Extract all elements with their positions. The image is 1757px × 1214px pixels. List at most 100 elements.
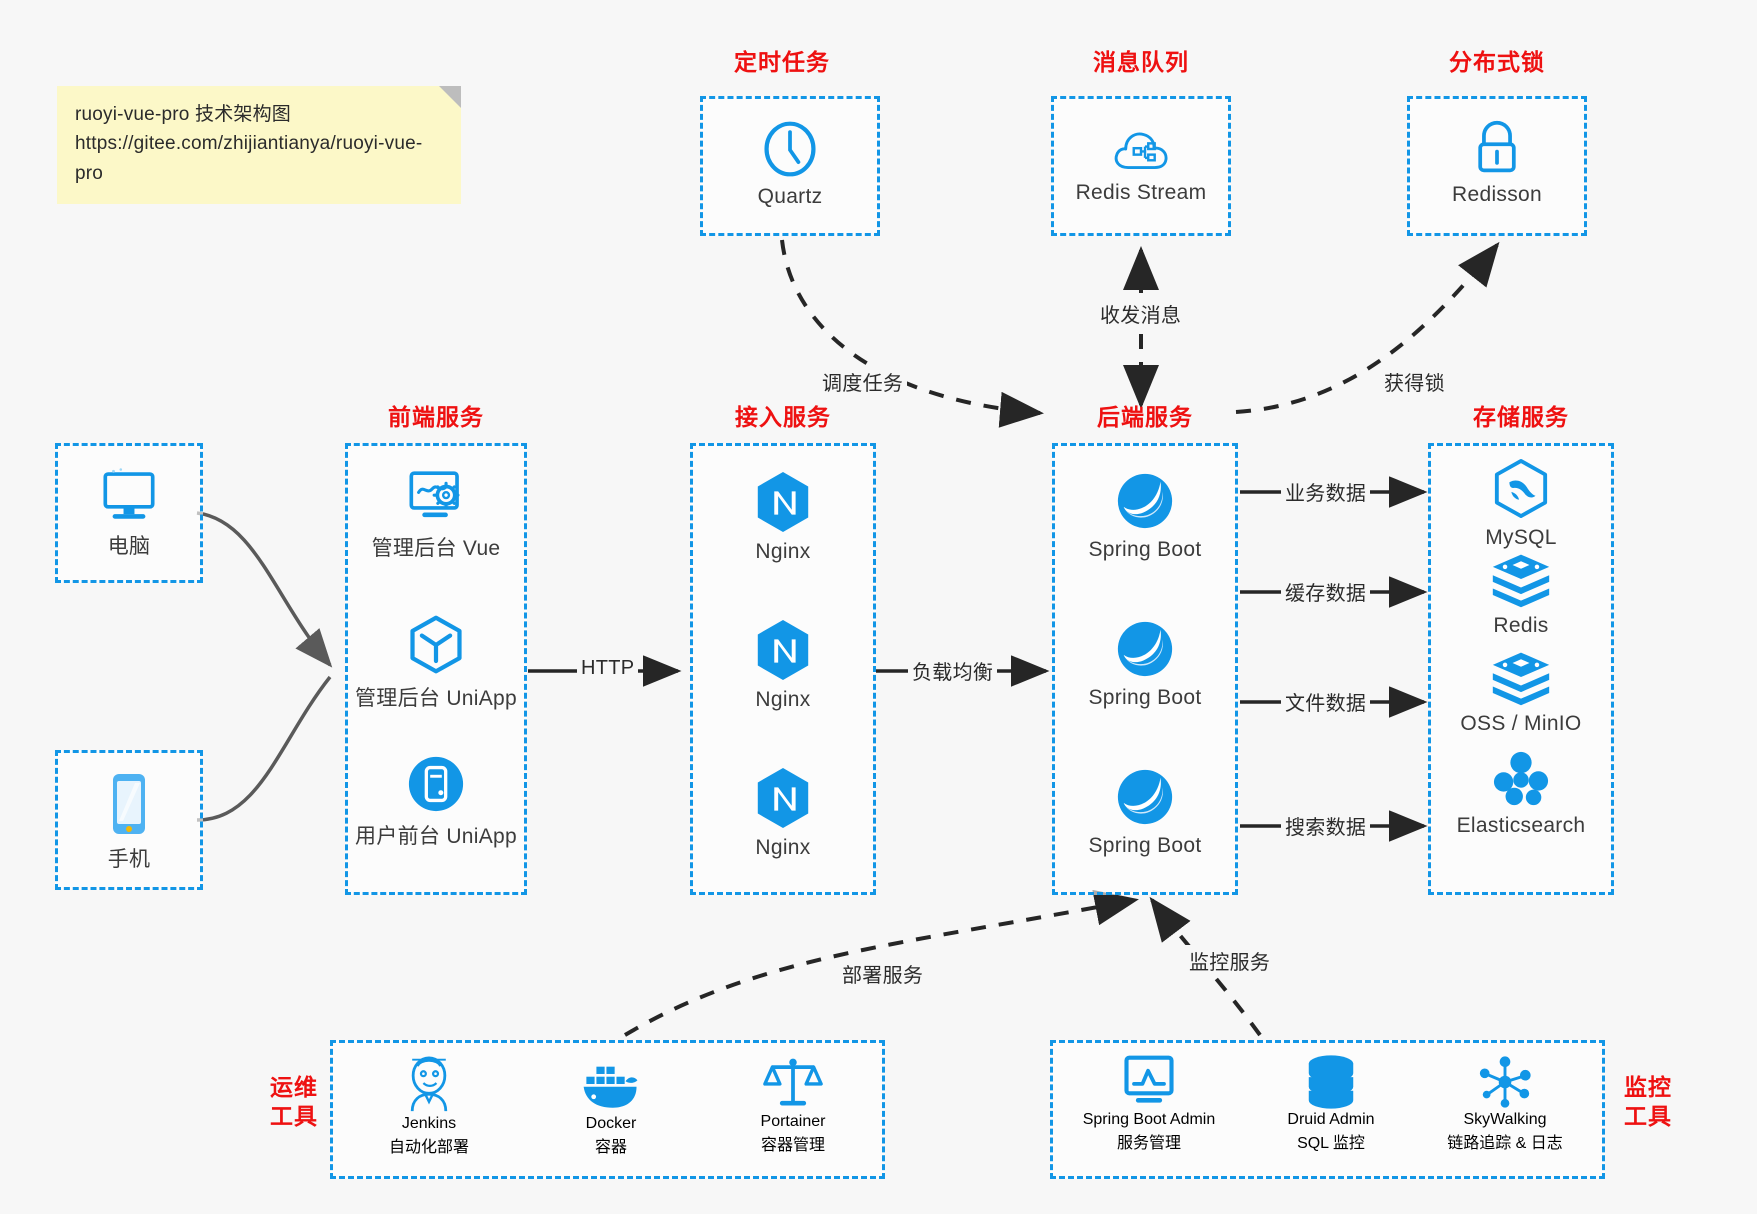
elasticsearch-cluster-icon	[1493, 751, 1549, 806]
clock-icon	[764, 121, 816, 177]
edge-label-schedule-task: 调度任务	[818, 366, 908, 397]
node-label: Spring Boot	[1088, 686, 1202, 709]
edge-label-monitor-service: 监控服务	[1185, 945, 1275, 976]
node-nginx-1[interactable]: Nginx	[693, 470, 873, 564]
group-box-phone: 手机	[55, 750, 203, 890]
monitoring-title-line-1: 监控	[1624, 1074, 1672, 1100]
node-label: Redis Stream	[1075, 181, 1207, 204]
node-label: Nginx	[755, 540, 811, 563]
object-storage-icon	[1492, 652, 1550, 706]
node-label: Portainer	[760, 1113, 826, 1130]
group-title-devops: 运维 工具	[258, 1073, 330, 1131]
node-label: 电脑	[107, 535, 151, 558]
node-label: 用户前台 UniApp	[354, 825, 517, 848]
monitor-chart-icon	[1124, 1055, 1174, 1103]
node-label: Docker	[585, 1115, 637, 1132]
mysql-dolphin-icon	[1494, 459, 1548, 518]
spring-leaf-icon	[1117, 769, 1173, 825]
docker-whale-icon	[583, 1066, 638, 1108]
node-admin-vue[interactable]: 管理后台 Vue	[348, 468, 524, 562]
node-label: Nginx	[755, 688, 811, 711]
devops-title-line-1: 运维	[270, 1074, 318, 1100]
group-title-distributed-lock: 分布式锁	[1449, 49, 1545, 75]
node-springboot-3[interactable]: Spring Boot	[1055, 766, 1235, 858]
edge-label-send-receive-message: 收发消息	[1096, 298, 1186, 329]
node-label: Redis	[1493, 614, 1549, 637]
group-box-scheduled-task: Quartz	[700, 96, 880, 236]
edge-label-search-data: 搜索数据	[1281, 810, 1371, 841]
node-springboot-admin[interactable]: Spring Boot Admin 服务管理	[1059, 1053, 1239, 1153]
group-box-message-queue: Redis Stream	[1051, 96, 1231, 236]
nginx-hexagon-icon	[757, 767, 809, 829]
title-note: ruoyi-vue-pro 技术架构图 https://gitee.com/zh…	[57, 86, 461, 205]
cloud-network-icon	[1114, 132, 1168, 169]
node-nginx-2[interactable]: Nginx	[693, 618, 873, 712]
node-springboot-2[interactable]: Spring Boot	[1055, 618, 1235, 710]
node-sublabel: 服务管理	[1116, 1135, 1181, 1152]
node-redis-stream[interactable]: Redis Stream	[1054, 123, 1228, 205]
nginx-hexagon-icon	[757, 619, 809, 681]
node-label: 管理后台 Vue	[371, 537, 501, 560]
node-label: 手机	[107, 848, 151, 871]
uniapp-cube-icon	[410, 615, 462, 674]
node-label: Druid Admin	[1287, 1111, 1375, 1128]
node-label: Spring Boot	[1088, 834, 1202, 857]
node-label: Redisson	[1452, 183, 1542, 206]
node-mysql[interactable]: MySQL	[1431, 458, 1611, 550]
node-admin-uniapp[interactable]: 管理后台 UniApp	[348, 614, 524, 712]
edge-label-acquire-lock: 获得锁	[1380, 366, 1449, 397]
node-label: Elasticsearch	[1456, 814, 1586, 837]
node-computer[interactable]: 电脑	[58, 466, 200, 560]
spring-leaf-icon	[1117, 473, 1173, 529]
group-title-frontend: 前端服务	[388, 404, 484, 430]
node-sublabel: SQL 监控	[1297, 1135, 1365, 1152]
mobile-circle-icon	[408, 756, 464, 812]
node-label: Jenkins	[401, 1115, 457, 1132]
database-cylinder-icon	[1308, 1055, 1354, 1109]
edge-label-file-data: 文件数据	[1281, 686, 1371, 717]
group-title-storage: 存储服务	[1473, 404, 1569, 430]
group-title-monitoring: 监控 工具	[1612, 1073, 1684, 1131]
devops-title-line-2: 工具	[270, 1102, 318, 1129]
node-redisson[interactable]: Redisson	[1410, 117, 1584, 207]
jenkins-butler-icon	[410, 1056, 448, 1112]
spring-leaf-icon	[1117, 621, 1173, 677]
node-label: Spring Boot Admin	[1082, 1111, 1216, 1128]
group-box-computer: 电脑	[55, 443, 203, 583]
node-user-uniapp[interactable]: 用户前台 UniApp	[348, 754, 524, 850]
edge-label-load-balance: 负载均衡	[908, 655, 998, 686]
node-skywalking[interactable]: SkyWalking 链路追踪 & 日志	[1409, 1053, 1601, 1153]
edge-label-business-data: 业务数据	[1281, 476, 1371, 507]
group-title-message-queue: 消息队列	[1093, 49, 1189, 75]
node-jenkins[interactable]: Jenkins 自动化部署	[351, 1053, 507, 1157]
group-box-distributed-lock: Redisson	[1407, 96, 1587, 236]
node-nginx-3[interactable]: Nginx	[693, 766, 873, 860]
node-springboot-1[interactable]: Spring Boot	[1055, 470, 1235, 562]
node-label: 管理后台 UniApp	[354, 687, 517, 710]
node-label: SkyWalking	[1463, 1111, 1547, 1128]
redis-stack-icon	[1492, 554, 1550, 608]
node-redis[interactable]: Redis	[1431, 552, 1611, 638]
node-sublabel: 链路追踪 & 日志	[1447, 1135, 1563, 1152]
group-box-backend: Spring Boot Spring Boot Spring Boot	[1052, 443, 1238, 895]
note-line-1: ruoyi-vue-pro 技术架构图	[75, 104, 292, 125]
node-sublabel: 自动化部署	[388, 1139, 469, 1156]
node-portainer[interactable]: Portainer 容器管理	[715, 1053, 871, 1155]
node-docker[interactable]: Docker 容器	[533, 1053, 689, 1157]
group-box-frontend: 管理后台 Vue 管理后台 UniApp 用户前台 UniApp	[345, 443, 527, 895]
edge-label-deploy-service: 部署服务	[838, 958, 928, 989]
group-title-scheduled-task: 定时任务	[734, 49, 830, 75]
node-oss-minio[interactable]: OSS / MinIO	[1431, 650, 1611, 736]
node-sublabel: 容器管理	[760, 1137, 825, 1154]
node-sublabel: 容器	[594, 1139, 627, 1156]
node-quartz[interactable]: Quartz	[703, 119, 877, 209]
edge-label-cache-data: 缓存数据	[1281, 576, 1371, 607]
node-label: Nginx	[755, 836, 811, 859]
node-elasticsearch[interactable]: Elasticsearch	[1431, 750, 1611, 838]
node-druid-admin[interactable]: Druid Admin SQL 监控	[1251, 1053, 1411, 1153]
node-label: MySQL	[1485, 526, 1557, 549]
node-label: Quartz	[757, 185, 823, 208]
node-phone[interactable]: 手机	[58, 771, 200, 873]
desktop-monitor-icon	[103, 468, 155, 519]
